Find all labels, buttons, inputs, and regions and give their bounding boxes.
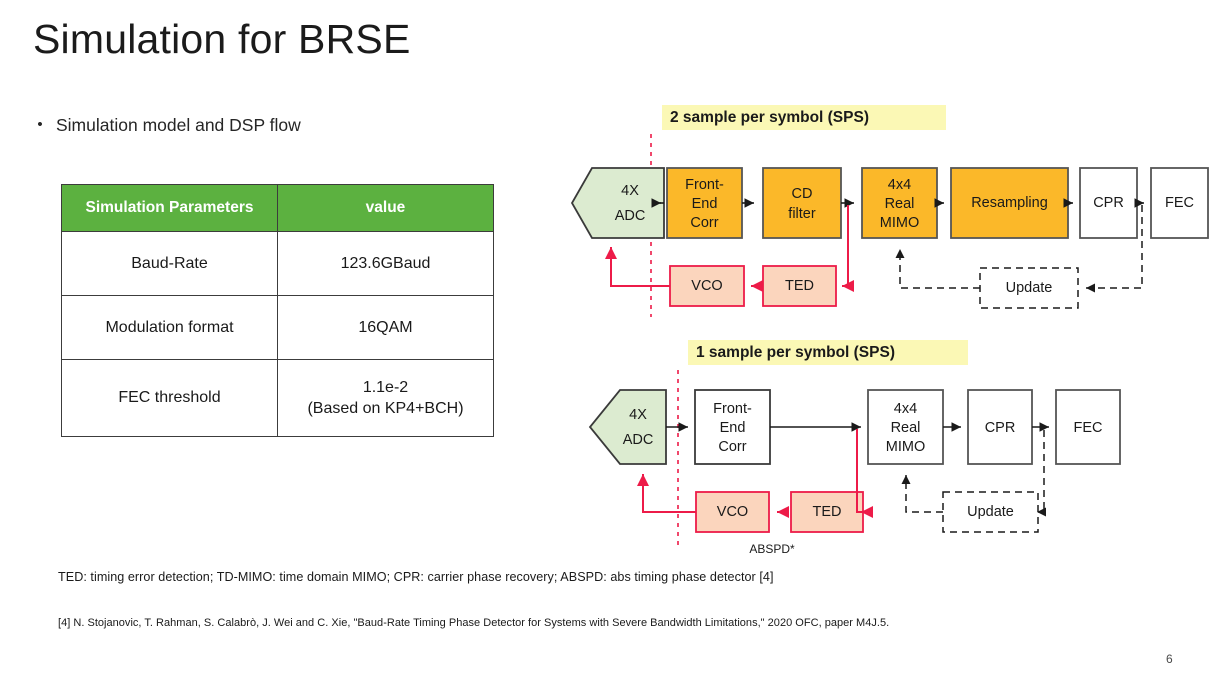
one-sps-fec-corr-line2: End: [720, 420, 746, 436]
two-sps-fec-label: FEC: [1165, 195, 1194, 211]
table-row: FEC threshold 1.1e-2 (Based on KP4+BCH): [61, 359, 494, 437]
cell-parameter-fec-threshold: FEC threshold: [61, 359, 278, 437]
legend-abbreviations: TED: timing error detection; TD-MIMO: ti…: [58, 570, 774, 584]
one-sps-fec-label: FEC: [1074, 420, 1103, 436]
one-sps-fec-corr-line1: Front-: [713, 401, 752, 417]
table-header-row: Simulation Parameters value: [61, 184, 494, 232]
dsp-flow-diagrams: 2 sample per symbol (SPS) 4X ADC Front- …: [570, 105, 1209, 556]
one-sps-block-cpr: [967, 389, 1033, 465]
two-sps-block-adc: [570, 167, 665, 239]
two-sps-adc-label-line1: 4X: [621, 183, 639, 199]
two-sps-fec-corr-line3: Corr: [690, 215, 718, 231]
fec-threshold-value: 1.1e-2: [362, 378, 409, 396]
one-sps-cpr-label: CPR: [985, 420, 1016, 436]
bullet-marker-icon: •: [37, 116, 43, 133]
table-row: Modulation format 16QAM: [61, 295, 494, 360]
two-sps-block-ted: [762, 265, 837, 307]
one-sps-cpr-tap-seg: [1043, 430, 1045, 513]
page-title: Simulation for BRSE: [33, 16, 411, 62]
one-sps-feedback-vco-to-adc: [637, 474, 696, 513]
diagram-one-sps: 1 sample per symbol (SPS) 4X ADC Front- …: [588, 340, 1121, 556]
one-sps-adc-label-line2: ADC: [623, 432, 654, 448]
simulation-parameters-table: Simulation Parameters value Baud-Rate 12…: [61, 184, 494, 437]
one-sps-update-to-mimo: [901, 475, 943, 513]
cell-parameter-modulation-format: Modulation format: [61, 295, 278, 360]
one-sps-block-front-end-corr: [694, 389, 771, 465]
two-sps-cd-filter-line2: filter: [788, 206, 816, 222]
two-sps-vco-label: VCO: [691, 278, 722, 294]
two-sps-heading: 2 sample per symbol (SPS): [670, 109, 869, 126]
table-header-value: value: [277, 184, 494, 232]
one-sps-update-label: Update: [967, 504, 1014, 520]
two-sps-block-front-end-corr: [666, 167, 743, 239]
bullet-item: • Simulation model and DSP flow: [35, 115, 301, 135]
two-sps-mimo-line2: Real: [885, 196, 915, 212]
table-header-parameter: Simulation Parameters: [61, 184, 278, 232]
one-sps-fec-corr-line3: Corr: [718, 439, 746, 455]
one-sps-mimo-line1: 4x4: [894, 401, 917, 417]
two-sps-cpr-label: CPR: [1093, 195, 1124, 211]
two-sps-mimo-line3: MIMO: [880, 215, 919, 231]
two-sps-adc-label-line2: ADC: [615, 208, 646, 224]
two-sps-ted-label: TED: [785, 278, 814, 294]
one-sps-block-vco: [695, 491, 770, 533]
fec-threshold-note: (Based on KP4+BCH): [307, 400, 464, 417]
cell-parameter-baud-rate: Baud-Rate: [61, 231, 278, 296]
cell-value-fec-threshold: 1.1e-2 (Based on KP4+BCH): [277, 359, 494, 437]
two-sps-update-to-mimo: [895, 249, 980, 289]
two-sps-feedback-cd-to-ted: [842, 205, 854, 292]
one-sps-block-fec: [1055, 389, 1121, 465]
one-sps-mimo-line2: Real: [891, 420, 921, 436]
two-sps-cpr-to-update: [1086, 205, 1143, 293]
two-sps-fec-corr-line2: End: [692, 196, 718, 212]
one-sps-heading: 1 sample per symbol (SPS): [696, 344, 895, 361]
one-sps-block-update: [942, 491, 1039, 533]
cell-value-modulation-format: 16QAM: [277, 295, 494, 360]
two-sps-block-mimo: [861, 167, 938, 239]
one-sps-heading-highlight: [688, 340, 968, 365]
two-sps-heading-highlight: [662, 105, 946, 130]
two-sps-mimo-line1: 4x4: [888, 177, 911, 193]
two-sps-update-label: Update: [1006, 280, 1053, 296]
two-sps-resampling-label: Resampling: [971, 195, 1048, 211]
diagram-two-sps: 2 sample per symbol (SPS) 4X ADC Front- …: [570, 105, 1209, 317]
one-sps-adc-label-line1: 4X: [629, 407, 647, 423]
one-sps-block-ted: [790, 491, 864, 533]
one-sps-abspd-annotation: ABSPD*: [749, 542, 795, 556]
one-sps-vco-label: VCO: [717, 504, 748, 520]
two-sps-feedback-vco-to-adc: [605, 247, 670, 287]
two-sps-block-fec: [1150, 167, 1209, 239]
two-sps-block-cd-filter: [762, 167, 842, 239]
one-sps-ted-label: TED: [813, 504, 842, 520]
bullet-text: Simulation model and DSP flow: [56, 115, 301, 135]
one-sps-mimo-line3: MIMO: [886, 439, 925, 455]
two-sps-cd-filter-line1: CD: [792, 186, 813, 202]
page-number: 6: [1166, 652, 1173, 666]
one-sps-block-adc: [588, 389, 667, 465]
two-sps-block-resampling: [950, 167, 1069, 239]
two-sps-block-vco: [669, 265, 745, 307]
table-row: Baud-Rate 123.6GBaud: [61, 231, 494, 296]
reference-citation: [4] N. Stojanovic, T. Rahman, S. Calabrò…: [58, 617, 890, 629]
cell-value-baud-rate: 123.6GBaud: [277, 231, 494, 296]
two-sps-fec-corr-line1: Front-: [685, 177, 724, 193]
